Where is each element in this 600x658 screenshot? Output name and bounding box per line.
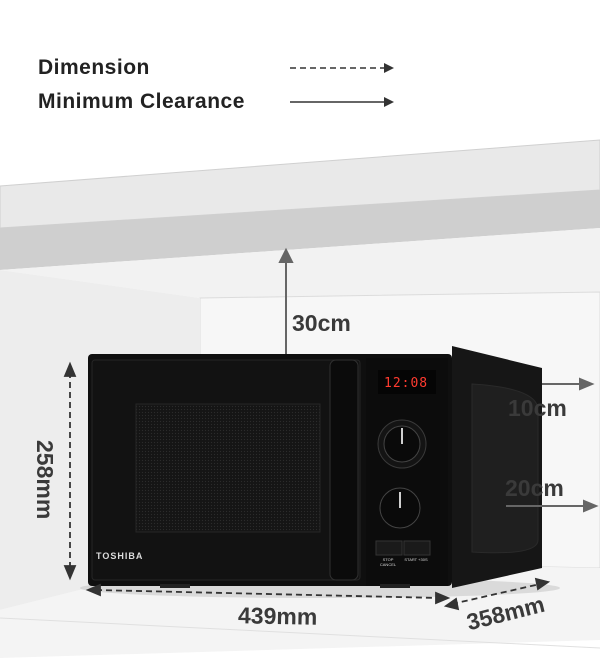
start-button[interactable] xyxy=(403,540,431,556)
back-clearance-label: 20cm xyxy=(505,475,564,501)
side-clearance-label: 10cm xyxy=(508,395,567,421)
top-clearance-label: 30cm xyxy=(292,310,351,336)
legend-clearance-label: Minimum Clearance xyxy=(38,90,245,113)
width-dimension-label: 439mm xyxy=(237,602,318,630)
display-window xyxy=(378,370,436,394)
stop-cancel-button[interactable] xyxy=(375,540,403,556)
upper-shelf-edge xyxy=(0,190,600,270)
clock-display: 12:08 xyxy=(384,376,429,391)
upper-shelf-underside xyxy=(0,228,600,298)
stop-cancel-label: STOP CANCEL xyxy=(379,557,397,567)
width-dimension-arrow xyxy=(95,589,441,599)
solid-arrow-icon xyxy=(290,97,394,107)
legend-dimension-label: Dimension xyxy=(38,56,150,79)
legend-dimension: Dimension xyxy=(38,56,418,90)
door-window xyxy=(135,403,321,533)
upper-shelf-front xyxy=(0,139,600,229)
brand-logo: TOSHIBA xyxy=(96,551,144,561)
height-dimension-label: 258mm xyxy=(32,440,58,520)
legend-clearance: Minimum Clearance xyxy=(38,90,418,124)
dashed-arrow-icon xyxy=(290,63,394,73)
legend: Dimension Minimum Clearance xyxy=(38,56,418,124)
door-handle[interactable] xyxy=(329,359,359,581)
start-label: START +30S xyxy=(404,557,428,562)
depth-dimension-arrow xyxy=(451,583,541,605)
